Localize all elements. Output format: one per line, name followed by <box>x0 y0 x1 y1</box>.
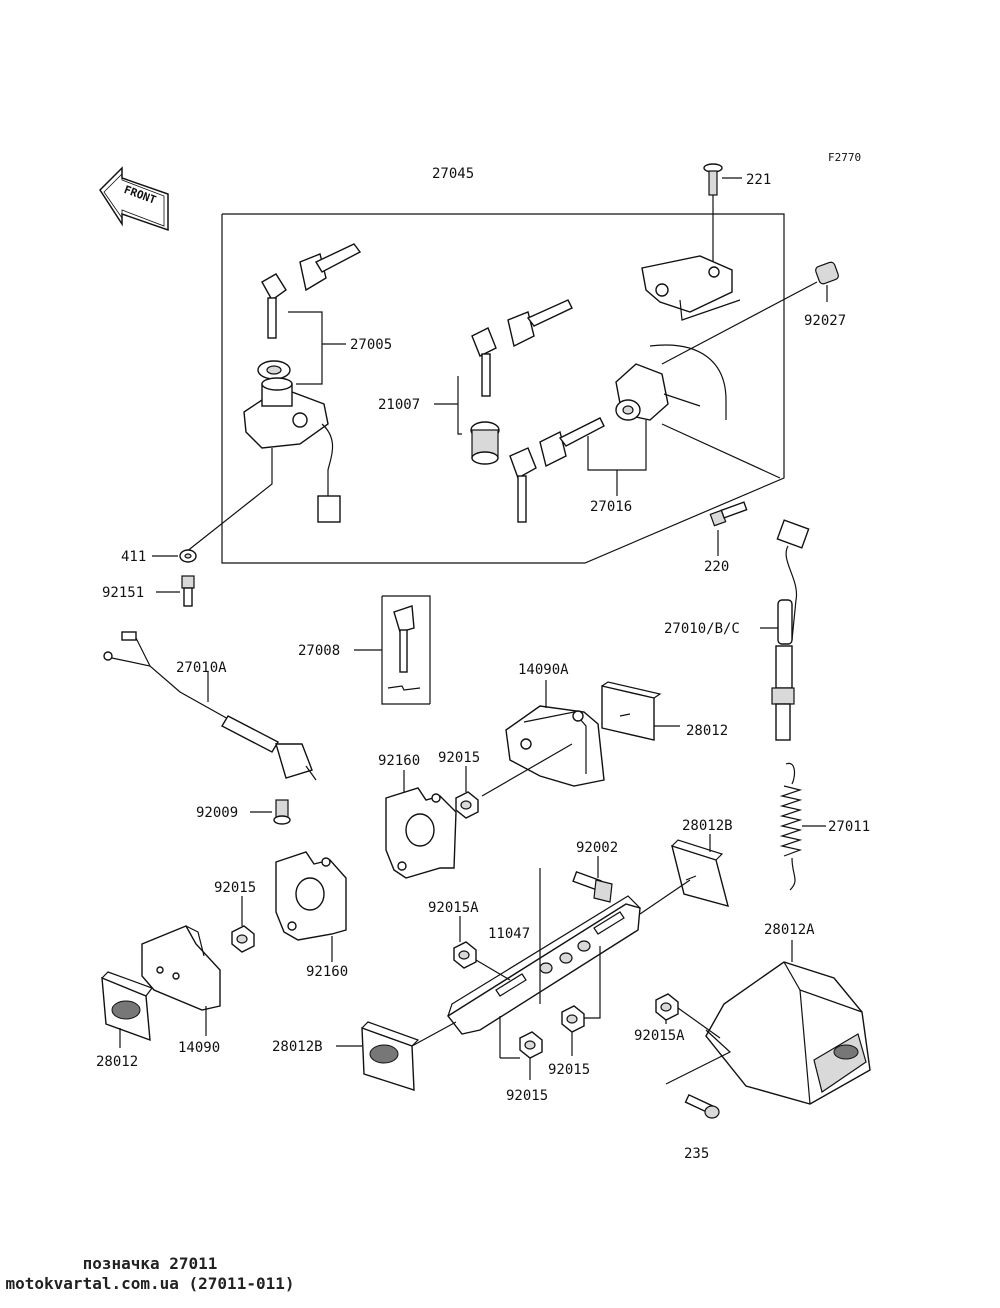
key-set-27016 <box>509 417 605 523</box>
label-28012b-a: 28012B <box>682 818 733 834</box>
spring-27011 <box>779 762 826 891</box>
nut-92015-upper <box>455 766 479 819</box>
kit-27045-outline <box>221 213 785 564</box>
nut-92015a-left <box>453 916 511 981</box>
bracket-14090 <box>141 925 221 1036</box>
label-27045: 27045 <box>432 166 474 182</box>
label-28012-bottom: 28012 <box>96 1054 138 1070</box>
label-21007: 21007 <box>378 397 420 413</box>
label-27005: 27005 <box>350 337 392 353</box>
label-92160-a: 92160 <box>378 753 420 769</box>
nut-92015-lower-center <box>519 1031 543 1080</box>
label-27008: 27008 <box>298 643 340 659</box>
label-11047: 11047 <box>488 926 530 942</box>
footer-source: motokvartal.com.ua (27011-011) <box>5 1274 295 1293</box>
nut-92015-left <box>231 896 255 953</box>
label-27010bc: 27010/B/C <box>664 621 740 637</box>
label-92015a-b: 92015A <box>634 1028 685 1044</box>
figure-code: F2770 <box>828 151 861 164</box>
label-235: 235 <box>684 1146 709 1162</box>
label-27010a: 27010A <box>176 660 227 676</box>
key-27008 <box>381 595 431 705</box>
label-28012-top: 28012 <box>686 723 728 739</box>
mounting-bar-11047 <box>446 868 691 1059</box>
tail-light-28012a <box>705 940 871 1105</box>
key-set-27005 <box>257 243 362 380</box>
label-92015-c: 92015 <box>548 1062 590 1078</box>
label-28012b-b: 28012B <box>272 1039 323 1055</box>
screw-220 <box>661 423 781 556</box>
label-14090a: 14090A <box>518 662 569 678</box>
reflector-pad-28012-top <box>601 681 680 741</box>
lock-bracket <box>641 255 741 321</box>
front-arrow-icon: FRONT <box>99 166 169 232</box>
screw-235 <box>665 1029 732 1119</box>
label-92027: 92027 <box>804 313 846 329</box>
screw-221 <box>703 163 742 262</box>
washer-411 <box>152 549 197 563</box>
bolt-92002 <box>572 856 613 903</box>
switch-cable-27010a <box>103 631 317 781</box>
label-92015-b: 92015 <box>214 880 256 896</box>
label-92015-d: 92015 <box>506 1088 548 1104</box>
switch-cable-27010bc <box>760 519 810 741</box>
nut-92015-lower-right <box>561 1005 585 1056</box>
label-92160-b: 92160 <box>306 964 348 980</box>
ignition-switch <box>185 377 341 553</box>
label-27016: 27016 <box>590 499 632 515</box>
key-set-21007 <box>470 299 573 465</box>
reflector-pad-28012b-lower <box>336 1021 457 1091</box>
seat-lock <box>615 344 727 421</box>
label-221: 221 <box>746 172 771 188</box>
plate-92160-lower <box>275 851 347 962</box>
label-92151: 92151 <box>102 585 144 601</box>
nut-92015a-right <box>655 993 721 1039</box>
label-411: 411 <box>121 549 146 565</box>
label-92015a-a: 92015A <box>428 900 479 916</box>
reflector-pad-28012b-upper <box>671 834 729 907</box>
plate-92160-upper <box>385 770 457 879</box>
bracket-14090a <box>481 680 605 797</box>
label-92015-a: 92015 <box>438 750 480 766</box>
label-92002: 92002 <box>576 840 618 856</box>
bolt-92009 <box>250 799 291 825</box>
label-220: 220 <box>704 559 729 575</box>
label-92009: 92009 <box>196 805 238 821</box>
bolt-92151 <box>156 575 195 607</box>
footer-caption: позначка 27011 <box>82 1254 218 1273</box>
label-28012a: 28012A <box>764 922 815 938</box>
reflector-pad-28012-bottom <box>101 971 153 1048</box>
pin-92027 <box>661 261 839 365</box>
label-14090: 14090 <box>178 1040 220 1056</box>
label-27011: 27011 <box>828 819 870 835</box>
